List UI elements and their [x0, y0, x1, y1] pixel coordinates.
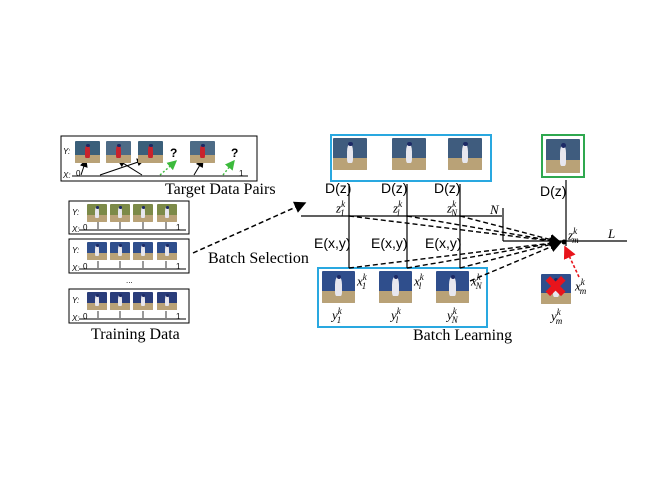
- photo-decoded-1: [333, 138, 367, 170]
- x-axis-end: 1: [176, 223, 181, 232]
- encoder-label: E(x,y): [425, 235, 462, 251]
- photo-train: [157, 292, 177, 310]
- var-L: L: [608, 226, 616, 241]
- unknown-frame-mark: ?: [170, 146, 178, 160]
- photo-decoded-N: [448, 138, 482, 170]
- photo-train: [110, 242, 130, 260]
- var-z1: zk1: [336, 199, 346, 218]
- var-yl: ykl: [391, 306, 401, 325]
- photo-decoded-l: [392, 138, 426, 170]
- x-axis-label: X:: [72, 264, 80, 273]
- batch-learning-label: Batch Learning: [413, 327, 513, 344]
- decoder-label: D(z): [381, 180, 408, 196]
- unknown-frame-mark: ?: [231, 146, 239, 160]
- training-ellipsis: ...: [126, 276, 133, 285]
- var-xl: xkl: [414, 272, 424, 291]
- pair-arrow-dotted: [222, 159, 235, 176]
- var-xN: xkN: [471, 272, 482, 291]
- y-axis-label: Y:: [72, 208, 80, 217]
- encoder-label: E(x,y): [314, 235, 351, 251]
- photo-input-l: [379, 271, 412, 303]
- interpolation-dashes: [348, 215, 562, 282]
- pair-arrow-dotted: [159, 160, 178, 176]
- batch-selection-arrow: [192, 201, 307, 254]
- encoder-label: E(x,y): [371, 235, 408, 251]
- var-zN: zkN: [447, 199, 458, 218]
- photo-decoded-target: [546, 139, 580, 173]
- x-axis-end: 1: [176, 312, 181, 321]
- training-box-3: [68, 288, 190, 324]
- photo-train: [133, 292, 153, 310]
- x-axis-label: X:: [72, 314, 80, 323]
- training-box-2: [68, 238, 190, 274]
- decoder-label: D(z): [434, 180, 461, 196]
- x-axis-label: X:: [63, 171, 71, 180]
- input-batch-box: [317, 267, 488, 328]
- x-axis-start: 0: [83, 312, 88, 321]
- training-box-1: [68, 200, 190, 235]
- photo-train: [133, 204, 153, 222]
- x-axis-start: 0: [76, 169, 81, 178]
- target-latent-point: [561, 239, 567, 245]
- y-axis-label: Y:: [72, 296, 80, 305]
- pair-arrow: [99, 158, 145, 176]
- var-yN: ykN: [447, 306, 458, 325]
- decoded-target-box: [541, 134, 585, 178]
- training-data-label: Training Data: [91, 326, 180, 343]
- photo-train: [110, 204, 130, 222]
- photo-target-4: [190, 141, 215, 163]
- missing-cross-icon: ✖: [543, 270, 569, 305]
- photo-train: [157, 204, 177, 222]
- photo-target-3: [138, 141, 163, 163]
- var-x1: xk1: [357, 272, 367, 291]
- red-dashed-arrow: [563, 245, 580, 278]
- var-zm: zkm: [568, 226, 579, 245]
- photo-input-N: [436, 271, 469, 303]
- x-axis-start: 0: [83, 223, 88, 232]
- x-axis-start: 0: [83, 262, 88, 271]
- x-axis-end: 1: [176, 262, 181, 271]
- decoder-label: D(z): [325, 180, 352, 196]
- target-pairs-box: [60, 135, 258, 182]
- photo-train: [87, 204, 107, 222]
- photo-input-1: [322, 271, 355, 303]
- batch-selection-label: Batch Selection: [208, 250, 309, 267]
- decoded-batch-box: [330, 134, 492, 182]
- target-data-pairs-label: Target Data Pairs: [165, 181, 276, 198]
- photo-train: [87, 242, 107, 260]
- photo-target-2: [106, 141, 131, 163]
- photo-train: [133, 242, 153, 260]
- training-arrows: [97, 222, 167, 318]
- photo-target-1: [75, 141, 100, 163]
- decoder-label: D(z): [540, 183, 567, 199]
- x-axis-label: X:: [72, 225, 80, 234]
- var-y1: yk1: [332, 306, 342, 325]
- photo-train: [110, 292, 130, 310]
- var-N: N: [490, 202, 499, 217]
- photo-train: [157, 242, 177, 260]
- var-zl: zkl: [393, 199, 403, 218]
- y-axis-label: Y:: [63, 147, 71, 156]
- y-axis-label: Y:: [72, 246, 80, 255]
- var-xm: xkm: [575, 277, 587, 296]
- var-ym: ykm: [551, 307, 563, 326]
- photo-input-missing: [541, 274, 571, 304]
- x-axis-end: 1: [239, 169, 244, 178]
- vertical-lines: [348, 180, 567, 268]
- photo-train: [87, 292, 107, 310]
